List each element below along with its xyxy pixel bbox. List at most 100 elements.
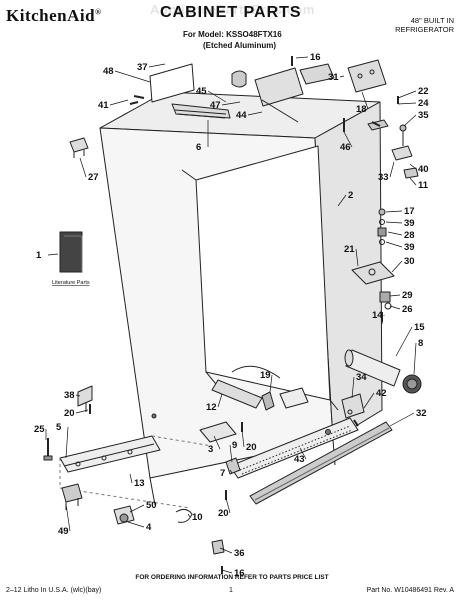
leader-line-28 [387,231,403,236]
product-type: 48" BUILT IN REFRIGERATOR [334,16,454,34]
callout-20: 20 [64,408,75,419]
water-filter [344,349,422,394]
callout-26: 26 [402,304,413,315]
callout-13: 13 [134,478,145,489]
kickplate [249,421,393,505]
callout-8: 8 [418,338,423,349]
callout-43: 43 [294,454,305,465]
callout-16: 16 [310,52,321,63]
callout-7: 7 [220,468,225,479]
callout-48: 48 [103,66,114,77]
callout-46: 46 [340,142,351,153]
leader-line-4 [127,521,145,528]
leader-line-8 [413,342,417,375]
leader-line-40 [409,163,417,170]
leader-line-5 [65,426,69,459]
leader-line-46 [343,131,353,148]
leader-line-27 [79,157,87,178]
leader-line-12 [217,393,223,408]
leader-line-16 [295,56,309,59]
leader-line-22 [397,90,417,99]
leader-line-20 [241,429,245,448]
callout-29: 29 [402,290,413,301]
callout-15: 15 [414,322,425,333]
brand-logo: KitchenAid® [6,6,102,26]
callout-numbers: 3748412714547644163118222435464033112173… [34,52,429,579]
callout-17: 17 [404,206,415,217]
leader-line-43 [299,447,307,460]
part-36-bracket [211,539,225,555]
leader-line-7 [229,469,233,474]
callout-11: 11 [418,180,429,191]
brand-name: KitchenAid [6,6,96,25]
leader-line-38 [75,394,81,397]
callout-14: 14 [372,310,383,321]
callout-24: 24 [418,98,429,109]
callout-38: 38 [64,390,75,401]
literature-booklet [59,231,83,273]
top-wiring-harness [171,63,335,123]
lower-hinge-assembly [351,208,395,324]
leader-line-50 [129,504,145,513]
part-27-clip [69,137,89,158]
leader-line-44 [247,111,263,116]
part-number: Part No. W10486491 Rev. A [366,587,454,594]
callout-50: 50 [146,500,157,511]
leader-line-42 [363,392,375,409]
leader-line-10 [187,513,191,518]
top-hinge-bracket [347,59,387,93]
callout-6: 6 [196,142,201,153]
callout-42: 42 [376,388,387,399]
leader-line-1 [47,253,59,256]
leader-line-32 [389,412,415,427]
leader-line-36 [219,547,233,554]
callout-22: 22 [418,86,429,97]
callout-20: 20 [218,508,229,519]
callout-36: 36 [234,548,245,559]
leader-line-41 [109,99,129,106]
callout-39: 39 [404,242,415,253]
callout-47: 47 [210,100,221,111]
part-34-bracket [341,393,365,419]
part-10-clip [175,508,193,523]
part-9-bracket [225,457,241,475]
callout-33: 33 [378,172,389,183]
callout-40: 40 [418,164,429,175]
callout-25: 25 [34,424,45,435]
leader-line-31 [339,75,345,78]
brand-mark: ® [95,7,102,17]
callout-30: 30 [404,256,415,267]
callout-16: 16 [234,568,245,579]
part-3-pan [199,421,237,443]
base-rail [59,435,161,473]
leader-line-45 [207,90,227,103]
callout-1: 1 [36,250,42,261]
leader-line-15 [395,326,413,357]
leader-line-13 [129,473,133,484]
leader-line-49 [65,503,71,532]
page-title: CABINET PARTS [160,4,302,21]
callout-21: 21 [344,244,355,255]
part-49-leg [61,483,83,510]
callout-34: 34 [356,372,367,383]
callout-35: 35 [418,110,429,121]
callout-41: 41 [98,100,109,111]
callout-32: 32 [416,408,427,419]
callout-49: 49 [58,526,69,537]
callout-20: 20 [246,442,257,453]
leader-line-35 [403,114,417,127]
leader-line-37 [148,63,166,68]
leader-line-24 [397,102,417,105]
callout-18: 18 [356,104,367,115]
leader-line-47 [221,101,241,106]
leader-line-3 [213,435,221,450]
callout-44: 44 [236,110,247,121]
leader-line-9 [229,444,233,463]
leader-line-33 [389,161,395,178]
leader-line-48 [114,70,151,83]
callout-10: 10 [192,512,203,523]
screws [89,56,399,574]
callout-12: 12 [206,402,217,413]
leader-line-16 [221,569,233,574]
